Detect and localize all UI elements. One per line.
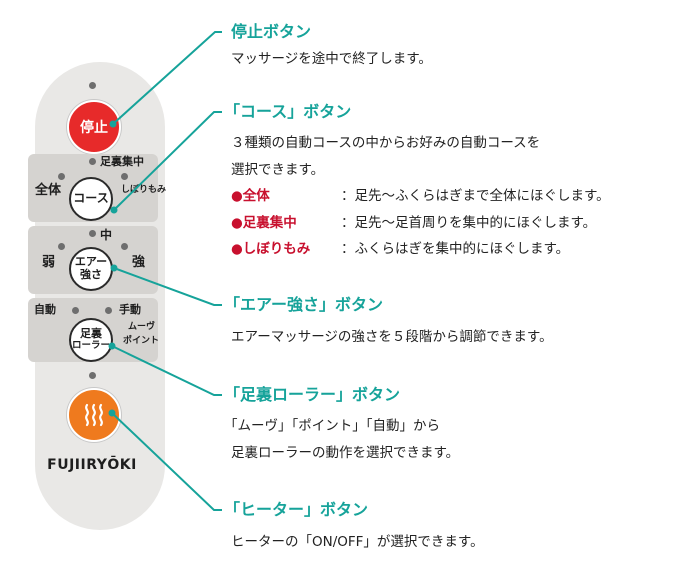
roller-button-label-1: 足裏 <box>80 327 102 341</box>
leader-dot-course <box>110 206 118 214</box>
mode-name: ●全体 <box>231 188 270 204</box>
course-button-label: コース <box>73 191 109 206</box>
indicator-dot <box>89 230 96 237</box>
brand-logo: FUJIIRYŌKI <box>47 457 137 473</box>
mode-name: ●足裏集中 <box>231 215 297 231</box>
course-option-squeeze: しぼりもみ <box>121 185 167 195</box>
foot-roller-button[interactable]: 足裏 ローラー <box>69 318 113 362</box>
callout-heater-title: 「ヒーター」ボタン <box>224 500 369 519</box>
callout-air-title: 「エアー強さ」ボタン <box>224 295 384 314</box>
leader-stop <box>112 31 222 125</box>
callout-course-title: 「コース」ボタン <box>224 102 352 121</box>
callout-roller-text-1: 「ムーヴ」「ポイント」「自動」から <box>224 418 440 434</box>
course-mode-squeeze: ●しぼりもみ ：ふくらはぎを集中的にほぐします。 <box>231 241 570 257</box>
indicator-dot <box>89 82 96 89</box>
leader-course <box>113 111 222 211</box>
indicator-dot <box>121 243 128 250</box>
air-strength-button[interactable]: エアー 強さ <box>69 247 113 291</box>
leader-dot-heater <box>108 409 116 417</box>
indicator-dot <box>105 307 112 314</box>
course-mode-whole: ●全体 ：足先〜ふくらはぎまで全体にほぐします。 <box>231 188 610 204</box>
air-option-strong: 強 <box>132 255 146 270</box>
course-mode-foot: ●足裏集中 ：足先〜足首周りを集中的にほぐします。 <box>231 215 597 231</box>
roller-option-auto: 自動 <box>34 303 56 316</box>
mode-desc: ：足先〜足首周りを集中的にほぐします。 <box>341 215 597 231</box>
mode-name: ●しぼりもみ <box>231 241 311 257</box>
callout-course-text-2: 選択できます。 <box>231 162 325 178</box>
indicator-dot <box>58 173 65 180</box>
air-option-weak: 弱 <box>42 255 56 270</box>
callout-stop-text: マッサージを途中で終了します。 <box>231 51 432 67</box>
indicator-dot <box>89 158 96 165</box>
callout-roller-text-2: 足裏ローラーの動作を選択できます。 <box>231 445 460 461</box>
leader-air <box>113 267 222 306</box>
air-option-mid: 中 <box>100 228 113 242</box>
leader-dot-air <box>110 264 118 272</box>
indicator-dot <box>121 173 128 180</box>
heat-icon <box>85 403 103 427</box>
indicator-dot <box>72 307 79 314</box>
roller-button-label-2: ローラー <box>71 339 110 351</box>
leader-dot-stop <box>109 120 117 128</box>
callout-roller-title: 「足裏ローラー」ボタン <box>224 385 401 404</box>
leader-dot-roller <box>108 342 116 350</box>
callout-course-text-1: ３種類の自動コースの中からお好みの自動コースを <box>231 135 541 151</box>
callout-air-text: エアーマッサージの強さを５段階から調節できます。 <box>231 329 553 345</box>
callout-stop-title: 停止ボタン <box>231 22 312 41</box>
roller-option-manual: 手動 <box>119 303 141 316</box>
indicator-dot <box>58 243 65 250</box>
course-button[interactable]: コース <box>69 177 113 221</box>
mode-desc: ：足先〜ふくらはぎまで全体にほぐします。 <box>341 188 610 204</box>
course-option-whole: 全体 <box>35 183 62 198</box>
mode-desc: ：ふくらはぎを集中的にほぐします。 <box>341 241 570 257</box>
leader-heater <box>111 412 222 511</box>
roller-option-point: ポイント <box>123 336 160 346</box>
leader-roller <box>111 345 222 396</box>
air-button-label-2: 強さ <box>80 268 102 281</box>
stop-button-label: 停止 <box>80 120 108 136</box>
course-option-foot: 足裏集中 <box>100 155 144 168</box>
roller-option-move: ムーヴ <box>128 322 156 332</box>
air-button-label-1: エアー <box>74 255 108 269</box>
callout-heater-text: ヒーターの「ON/OFF」が選択できます。 <box>231 534 484 550</box>
indicator-dot <box>89 372 96 379</box>
